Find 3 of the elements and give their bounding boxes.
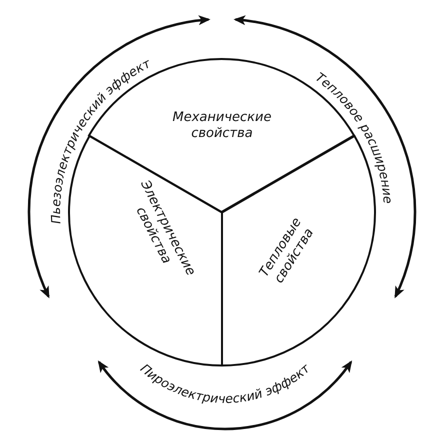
curved-arrow — [28, 16, 210, 298]
sector-label: Механические свойства — [172, 110, 272, 142]
curved-arrow — [98, 360, 352, 430]
